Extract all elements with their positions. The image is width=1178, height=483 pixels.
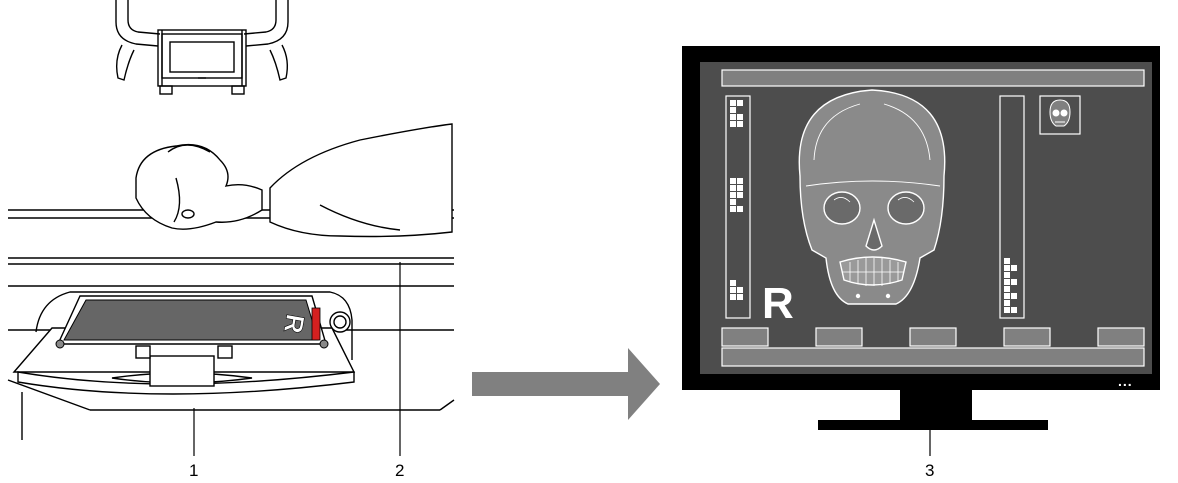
panel-cell: [730, 206, 736, 212]
monitor-marker-label: R: [762, 279, 794, 328]
red-marker-strip: [311, 307, 321, 341]
panel-cell: [737, 192, 743, 198]
monitor-base: [818, 420, 1048, 430]
panel-cell: [1004, 286, 1010, 292]
panel-cell: [1011, 307, 1017, 313]
toolbar-button[interactable]: [909, 327, 957, 347]
panel-cell: [730, 192, 736, 198]
panel-cell: [1011, 279, 1017, 285]
panel-cell: [730, 294, 736, 300]
patient-table: [7, 209, 455, 440]
top-toolbar: [721, 69, 1145, 87]
panel-cell: [1004, 279, 1010, 285]
toolbar-button[interactable]: [815, 327, 863, 347]
left-panel-cells: [730, 100, 743, 300]
skull-thumbnail-icon: [1049, 99, 1071, 127]
toolbar-button[interactable]: [1003, 327, 1051, 347]
callout-1: 1: [189, 461, 198, 480]
panel-cell: [737, 114, 743, 120]
panel-cell: [730, 107, 736, 113]
panel-cell: [1011, 293, 1017, 299]
panel-cell: [737, 185, 743, 191]
panel-cell: [1004, 307, 1010, 313]
panel-cell: [730, 185, 736, 191]
bottom-status-bar: [721, 347, 1145, 367]
callout-leaders: [193, 262, 931, 456]
panel-cell: [1011, 265, 1017, 271]
bottom-buttons: [721, 327, 1145, 347]
panel-cell: [737, 178, 743, 184]
panel-cell: [1004, 293, 1010, 299]
panel-cell: [737, 121, 743, 127]
right-panel-cells: [1004, 258, 1017, 313]
panel-cell: [1004, 300, 1010, 306]
panel-cell: [1004, 272, 1010, 278]
panel-cell: [737, 287, 743, 293]
status-dots: ...: [1118, 373, 1133, 389]
detector-plate: R: [55, 295, 329, 349]
panel-cell: [730, 114, 736, 120]
panel-cell: [1004, 258, 1010, 264]
patient: [135, 123, 453, 238]
panel-cell: [730, 199, 736, 205]
panel-cell: [1004, 265, 1010, 271]
callout-2: 2: [395, 461, 404, 480]
xray-tube-icon: [115, 0, 289, 95]
callout-3: 3: [925, 461, 934, 480]
panel-cell: [737, 206, 743, 212]
panel-cell: [730, 100, 736, 106]
panel-cell: [730, 280, 736, 286]
panel-cell: [730, 287, 736, 293]
panel-cell: [737, 100, 743, 106]
panel-cell: [730, 178, 736, 184]
panel-cell: [737, 294, 743, 300]
monitor-neck: [900, 390, 972, 420]
skull-icon: [798, 89, 946, 305]
panel-cell: [730, 121, 736, 127]
toolbar-button[interactable]: [1097, 327, 1145, 347]
right-arrow-icon: [472, 348, 660, 420]
toolbar-button[interactable]: [721, 327, 769, 347]
